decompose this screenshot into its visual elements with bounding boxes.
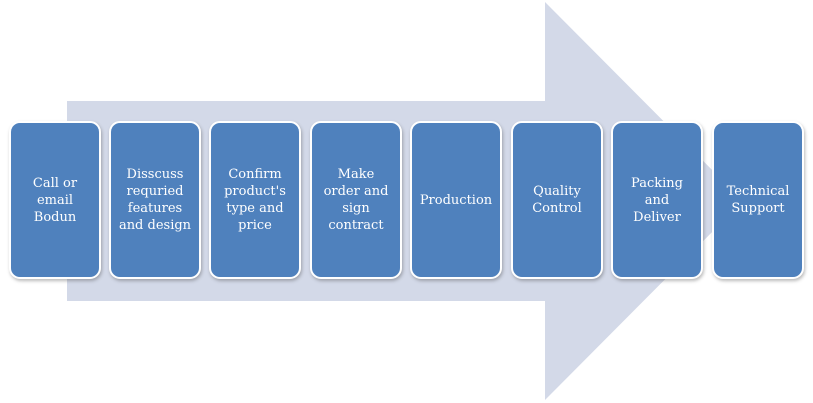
step-label: Production xyxy=(419,192,493,208)
step-label: Make order and sign contract xyxy=(323,167,389,233)
step-quality-control: Quality Control xyxy=(511,121,603,279)
step-production: Production xyxy=(410,121,502,279)
step-label: Quality Control xyxy=(532,184,582,216)
step-call-or-email: Call or email Bodun xyxy=(9,121,101,279)
step-label: Call or email Bodun xyxy=(32,175,78,225)
arrow-shape xyxy=(67,2,743,400)
step-label: Packing and Deliver xyxy=(631,175,683,225)
step-technical-support: Technical Support xyxy=(712,121,804,279)
step-label: Technical Support xyxy=(726,184,790,216)
step-label: Confirm product's type and price xyxy=(224,167,286,233)
step-packing-deliver: Packing and Deliver xyxy=(611,121,703,279)
step-confirm-product: Confirm product's type and price xyxy=(209,121,301,279)
step-label: Disscuss requried features and design xyxy=(118,167,192,233)
step-discuss-features: Disscuss requried features and design xyxy=(109,121,201,279)
step-make-order: Make order and sign contract xyxy=(310,121,402,279)
